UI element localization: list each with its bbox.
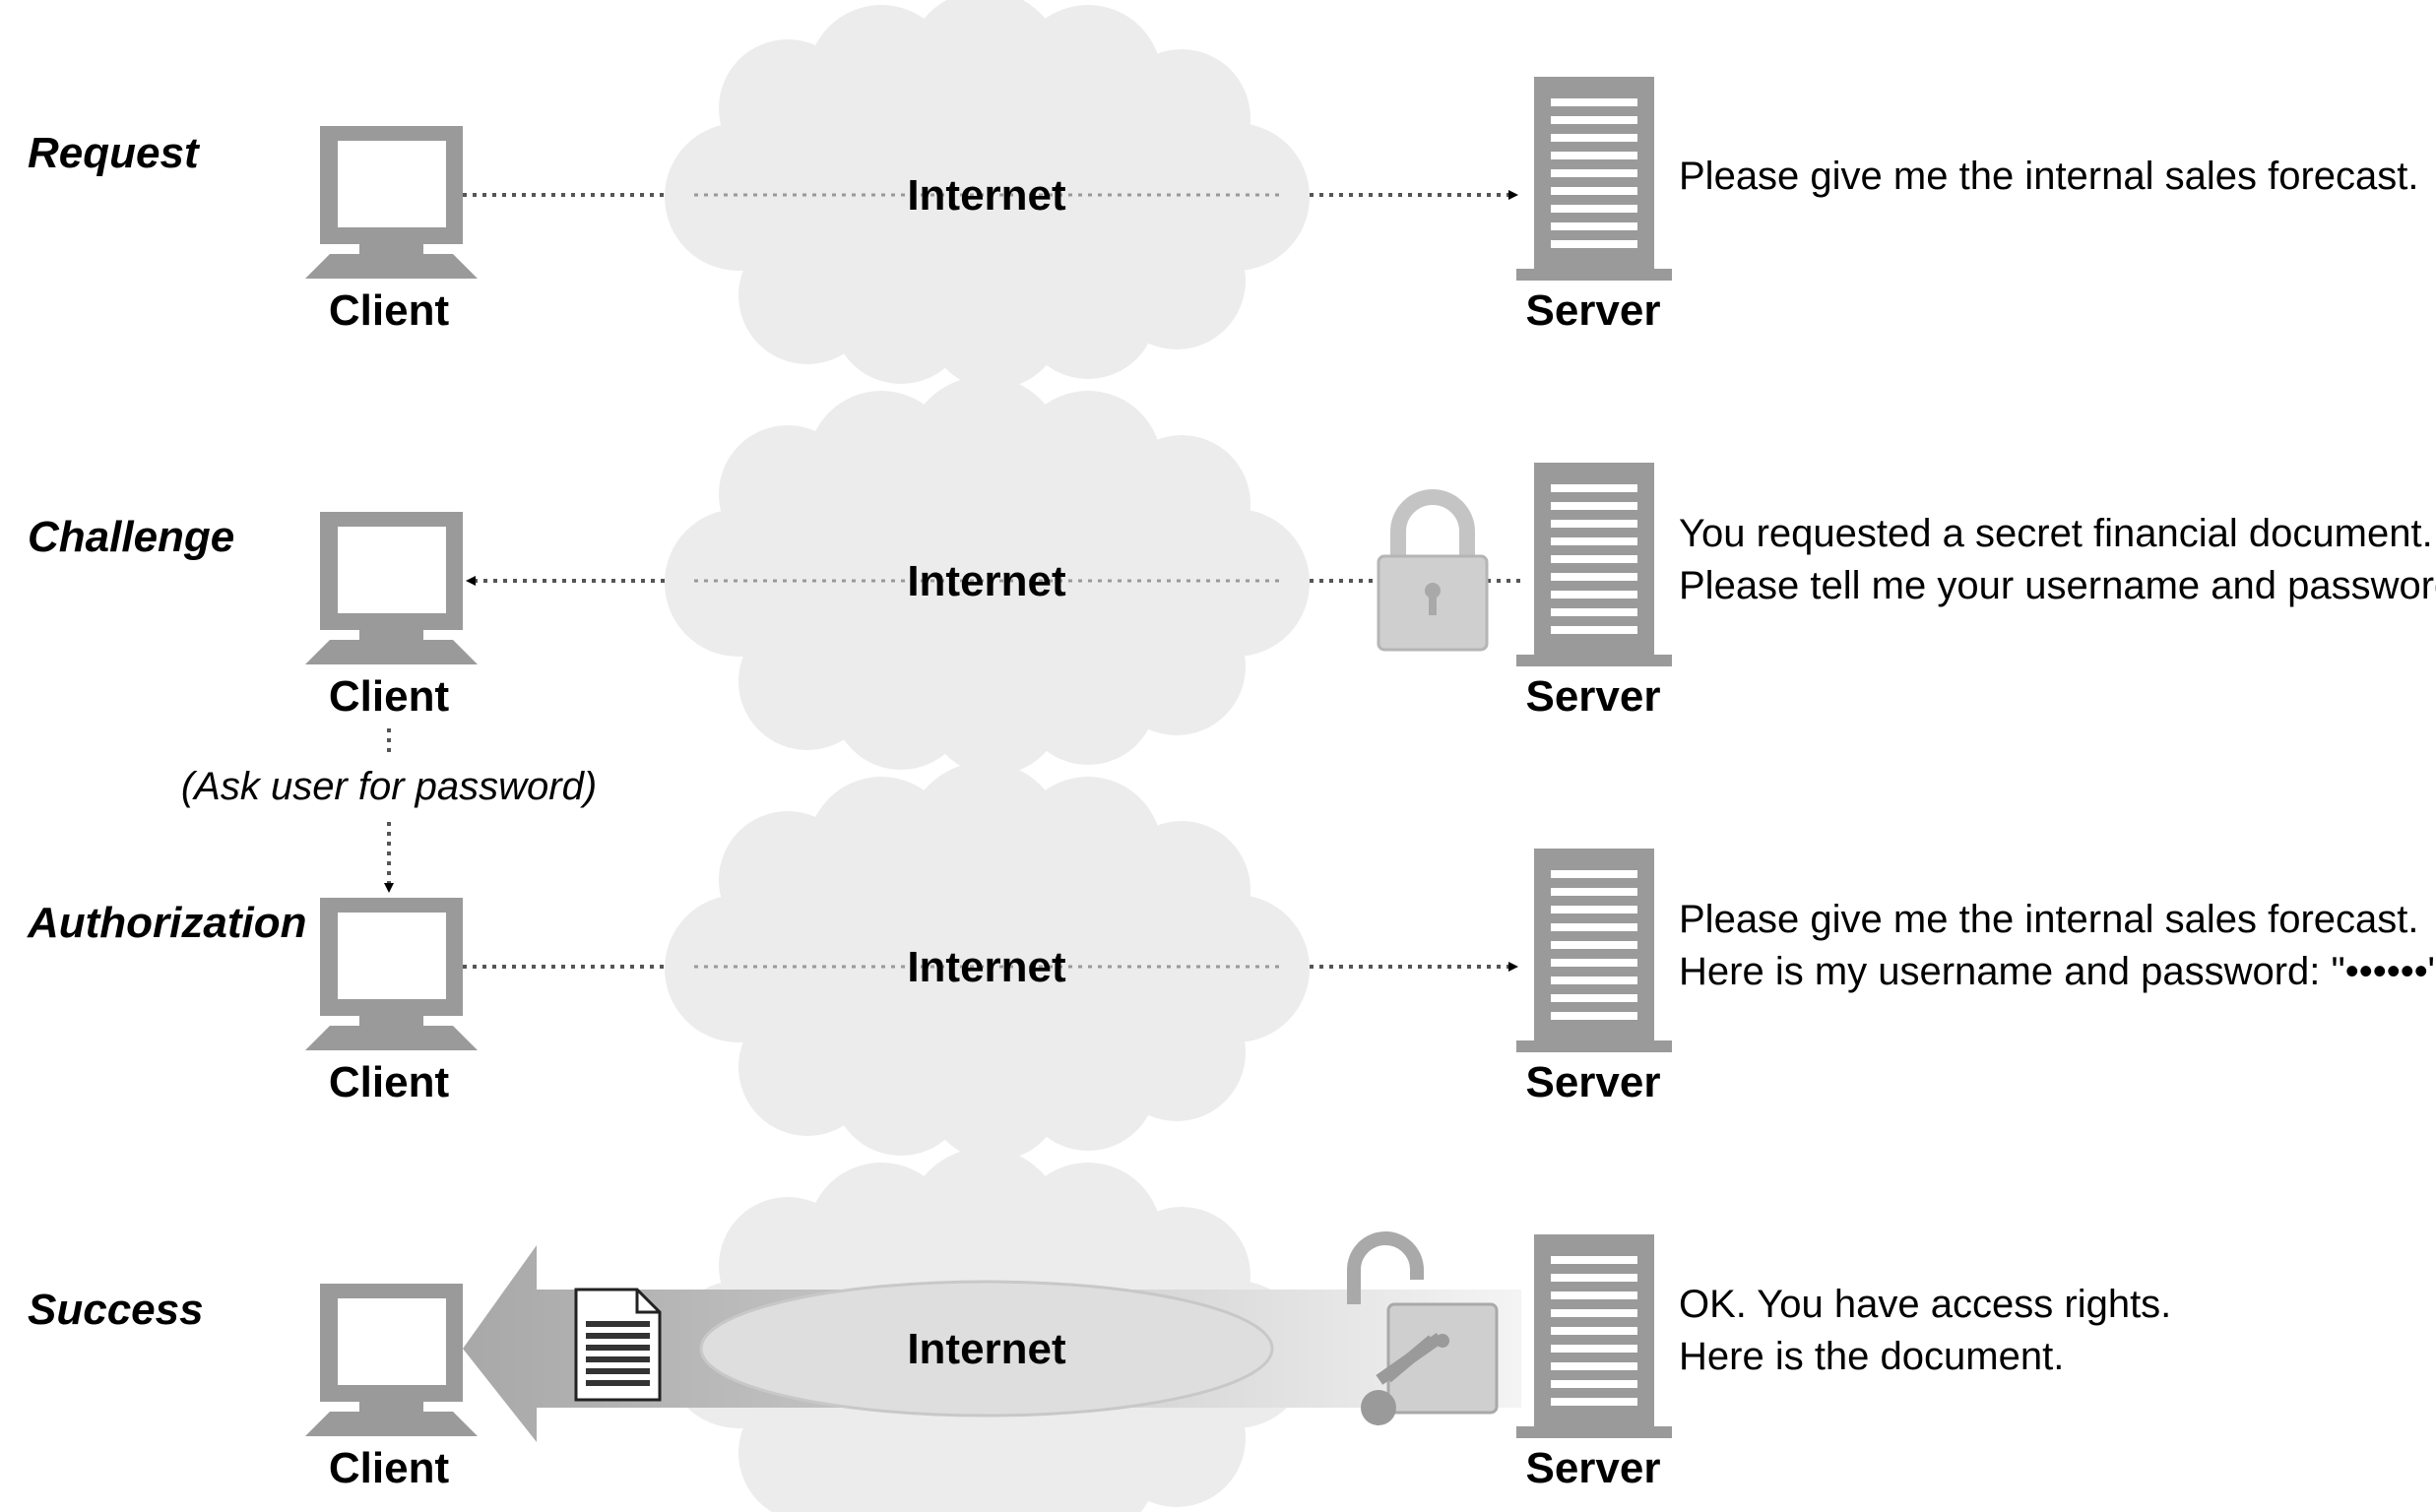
server-icon (1516, 1234, 1672, 1438)
stage-label: Request (28, 129, 201, 177)
server-icon (1516, 463, 1672, 666)
cloud-label: Internet (907, 557, 1066, 605)
server-label: Server (1525, 286, 1660, 335)
row-authorization: Authorization Client Internet (27, 762, 2436, 1161)
client-label: Client (329, 1444, 450, 1492)
lock-icon (1377, 489, 1489, 652)
message-line: Please give me the internal sales foreca… (1679, 898, 2419, 941)
server-label: Server (1525, 1058, 1660, 1106)
document-icon (574, 1288, 662, 1402)
cloud-label: Internet (907, 171, 1066, 220)
cloud-icon (665, 376, 1310, 775)
ask-password-step: (Ask user for password) (181, 728, 597, 893)
computer-icon (305, 512, 478, 664)
message-line: OK. You have access rights. (1679, 1283, 2171, 1326)
server-label: Server (1525, 1444, 1660, 1492)
stage-label: Success (28, 1286, 204, 1334)
message-line: You requested a secret financial documen… (1679, 512, 2433, 555)
cloud-label: Internet (907, 1325, 1066, 1373)
row-success: Success Internet (28, 1148, 2171, 1512)
cloud-core (699, 1280, 1274, 1418)
computer-icon (305, 1284, 478, 1436)
row-challenge: Challenge Client Internet (28, 376, 2436, 775)
client-label: Client (329, 286, 450, 335)
server-label: Server (1525, 672, 1660, 721)
client-label: Client (329, 672, 450, 721)
row-request: Request Client Internet (28, 0, 2419, 389)
cloud-icon (665, 762, 1310, 1161)
stage-label: Challenge (28, 513, 234, 561)
client-label: Client (329, 1058, 450, 1106)
computer-icon (305, 898, 478, 1050)
message-line: Here is the document. (1679, 1335, 2064, 1378)
message-line: Please give me the internal sales foreca… (1679, 155, 2419, 198)
cloud-icon (665, 0, 1310, 389)
computer-icon (305, 126, 478, 279)
server-icon (1516, 77, 1672, 281)
key-icon (1361, 1332, 1443, 1425)
stage-label: Authorization (27, 899, 307, 947)
cloud-label: Internet (907, 943, 1066, 991)
ask-password-note: (Ask user for password) (181, 765, 597, 808)
message-line: Here is my username and password: "•••••… (1679, 950, 2436, 993)
message-line: Please tell me your username and passwor… (1679, 564, 2436, 607)
server-icon (1516, 849, 1672, 1052)
